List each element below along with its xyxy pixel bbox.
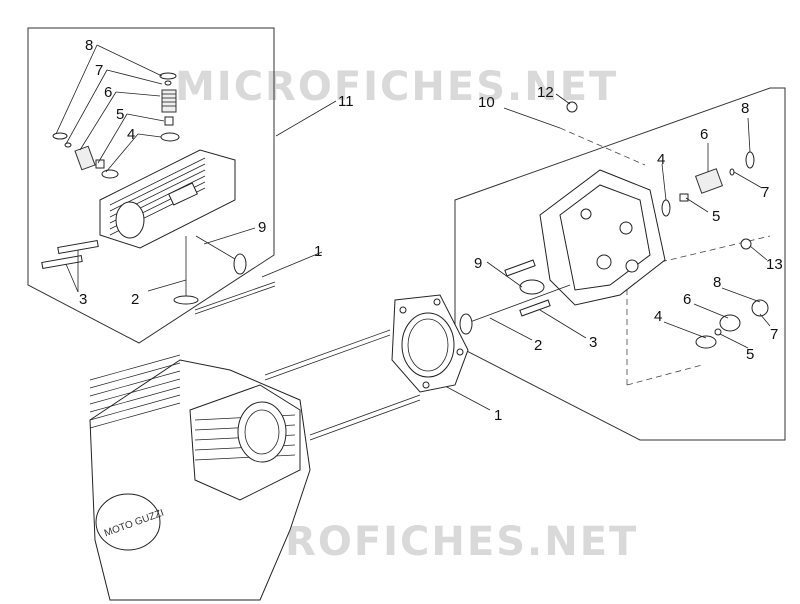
callout-13: 13 xyxy=(766,256,783,273)
callout-8-lower: 8 xyxy=(713,274,721,291)
callout-9-right: 9 xyxy=(474,255,482,272)
left-valve-spring-stack xyxy=(52,72,180,179)
callout-8-upper: 8 xyxy=(741,100,749,117)
callout-2-right: 2 xyxy=(534,337,542,354)
long-studs xyxy=(264,329,421,441)
right-valve-guides xyxy=(504,259,551,317)
right-valve xyxy=(459,284,571,335)
right-spring-stack xyxy=(661,151,769,349)
left-exploded-box xyxy=(27,27,275,344)
callout-7-upper: 7 xyxy=(761,184,769,201)
callout-7-lower: 7 xyxy=(770,326,778,343)
left-valve-guides xyxy=(41,239,99,270)
callout-5-upper: 5 xyxy=(712,208,720,225)
callout-4-lower: 4 xyxy=(654,308,662,325)
callout-6: 6 xyxy=(104,84,112,101)
callout-3-right: 3 xyxy=(589,334,597,351)
callout-8: 8 xyxy=(85,37,93,54)
callout-3: 3 xyxy=(79,291,87,308)
callout-5-lower: 5 xyxy=(746,346,754,363)
callout-4-upper: 4 xyxy=(657,151,665,168)
left-cylinder-head xyxy=(99,149,236,249)
callout-1-right: 1 xyxy=(494,407,502,424)
callout-12: 12 xyxy=(537,84,554,101)
right-leader-lines xyxy=(429,93,771,411)
callout-1: 1 xyxy=(314,243,322,260)
callout-9: 9 xyxy=(258,219,266,236)
right-bolts xyxy=(566,101,578,113)
callout-11: 11 xyxy=(338,93,354,110)
callout-7: 7 xyxy=(95,62,103,79)
callout-10: 10 xyxy=(478,94,495,111)
left-stud xyxy=(194,281,276,315)
callout-4: 4 xyxy=(127,126,135,143)
callout-2: 2 xyxy=(131,291,139,308)
head-gasket xyxy=(391,294,469,393)
watermark-top: MICROFICHES.NET xyxy=(175,64,618,110)
callout-6-upper: 6 xyxy=(700,126,708,143)
callout-6-lower: 6 xyxy=(683,291,691,308)
right-cylinder-head xyxy=(539,169,666,306)
left-valves xyxy=(173,235,247,305)
callout-5: 5 xyxy=(116,106,124,123)
left-leader-lines xyxy=(55,44,337,293)
engine-block: MOTO GUZZI xyxy=(89,354,311,601)
